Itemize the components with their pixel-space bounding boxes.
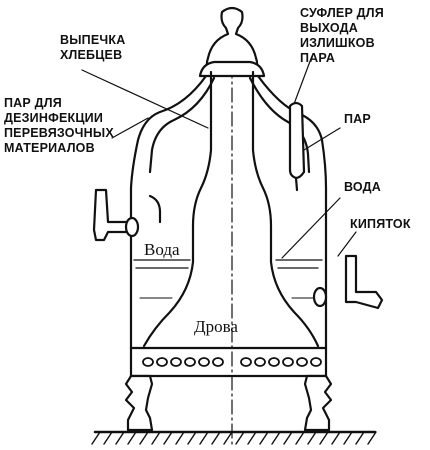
lid-knob xyxy=(198,6,266,78)
water-level-lines xyxy=(133,259,323,299)
label-steam-vent: СУФЛЕР ДЛЯ ВЫХОДА ИЗЛИШКОВ ПАРА xyxy=(300,6,384,66)
outer-dome xyxy=(129,74,328,190)
grate-holes xyxy=(142,357,322,367)
steam-tap-left xyxy=(92,188,162,242)
label-steam: ПАР xyxy=(344,112,371,127)
label-water-right-text: ВОДА xyxy=(344,180,382,194)
label-disinfection-line2: ДЕЗИНФЕКЦИИ xyxy=(4,111,104,125)
label-steam-vent-line2: ВЫХОДА xyxy=(300,21,358,35)
label-disinfection-line4: МАТЕРИАЛОВ xyxy=(4,141,95,155)
label-steam-vent-line3: ИЗЛИШКОВ xyxy=(300,36,375,50)
label-steam-text: ПАР xyxy=(344,112,371,126)
label-firewood: Дрова xyxy=(194,317,238,336)
steam-vent xyxy=(288,101,306,192)
ground xyxy=(91,430,377,445)
label-bread: ВЫПЕЧКА ХЛЕБЦЕВ xyxy=(60,33,125,63)
boiler-body xyxy=(129,186,328,378)
label-bread-line1: ВЫПЕЧКА xyxy=(60,33,126,47)
firebox xyxy=(142,70,320,348)
label-boiling-water-text: КИПЯТОК xyxy=(350,217,411,231)
label-disinfection-line1: ПАР ДЛЯ xyxy=(4,96,62,110)
label-boiling-water: КИПЯТОК xyxy=(350,217,411,232)
label-water-inside: Вода xyxy=(144,240,180,259)
leader-lines xyxy=(81,55,357,259)
boiling-water-tap-right xyxy=(312,254,384,310)
label-disinfection-line3: ПЕРЕВЯЗОЧНЫХ xyxy=(4,126,114,140)
label-steam-vent-line4: ПАРА xyxy=(300,51,336,65)
label-steam-vent-line1: СУФЛЕР ДЛЯ xyxy=(300,6,384,20)
legs xyxy=(124,374,333,432)
label-water-right: ВОДА xyxy=(344,180,381,195)
label-disinfection: ПАР ДЛЯ ДЕЗИНФЕКЦИИ ПЕРЕВЯЗОЧНЫХ МАТЕРИА… xyxy=(4,96,114,156)
label-bread-line2: ХЛЕБЦЕВ xyxy=(60,48,123,62)
